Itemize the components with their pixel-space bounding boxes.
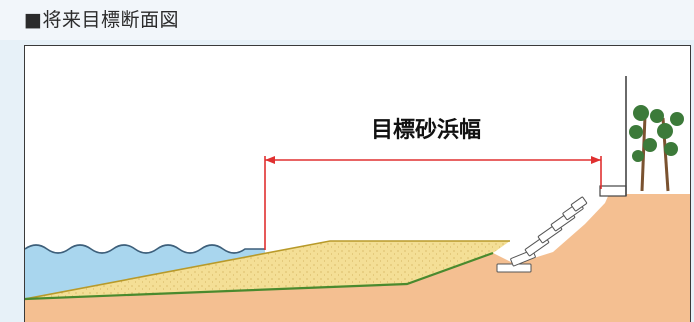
sand-top-line [25,240,510,300]
tree-icon [629,105,684,192]
original-seabed-line [25,251,494,301]
sea-wave-line [25,244,265,254]
header-strip [0,0,694,40]
cross-section-diagram: 目標砂浜幅 [25,76,690,322]
seawall [599,76,627,197]
dimension-line [264,156,602,250]
page-title: ■将来目標断面図 [24,9,179,31]
ground-mass [25,194,690,322]
cross-section-figure: 目標砂浜幅 [24,45,691,322]
armor-blocks [496,196,588,273]
target-beach-width-label: 目標砂浜幅 [371,117,481,143]
